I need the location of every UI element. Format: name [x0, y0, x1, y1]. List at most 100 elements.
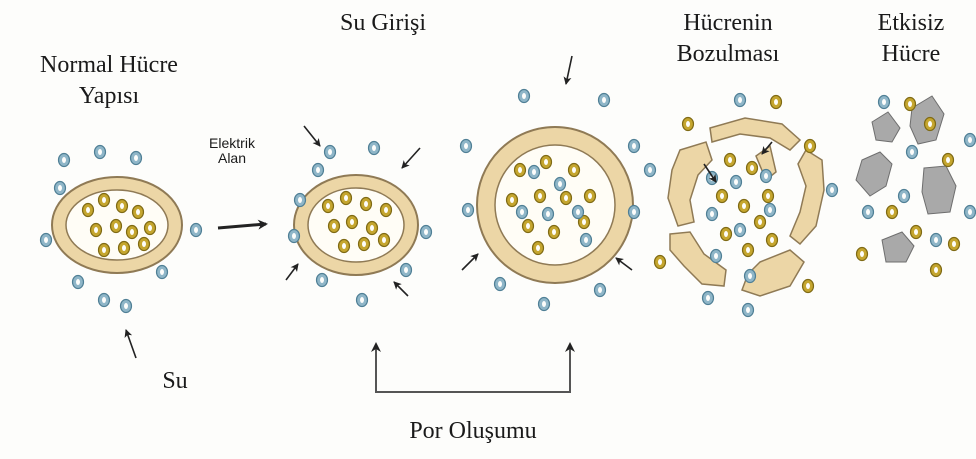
particle-core [558, 181, 562, 187]
pointer-arrow-icon [286, 264, 298, 280]
particle-core [542, 301, 546, 307]
particle-core [742, 203, 746, 209]
particle-core [102, 297, 106, 303]
particle-core [464, 143, 468, 149]
particle-core [520, 209, 524, 215]
pointer-arrow-icon [402, 148, 420, 168]
particle-core [76, 279, 80, 285]
particle-core [968, 137, 972, 143]
label-damage-line1: Hücrenin [658, 8, 798, 39]
label-cell-damage: Hücrenin Bozulması [658, 8, 798, 70]
particle-core [658, 259, 662, 265]
particle-core [968, 209, 972, 215]
particle-core [746, 247, 750, 253]
particle-core [350, 219, 354, 225]
particle-core [928, 121, 932, 127]
particle-core [62, 157, 66, 163]
particle-core [632, 143, 636, 149]
particle-core [160, 269, 164, 275]
label-damage-line2: Bozulması [658, 39, 798, 70]
particle-core [316, 167, 320, 173]
particle-core [538, 193, 542, 199]
particle-core [142, 241, 146, 247]
pointer-arrow-icon [616, 258, 632, 270]
particle-core [532, 169, 536, 175]
particle-core [342, 243, 346, 249]
label-water-inflow: Su Girişi [318, 8, 448, 39]
particle-core [372, 145, 376, 151]
particle-core [546, 211, 550, 217]
label-normal-line2: Yapısı [8, 81, 210, 112]
particle-core [882, 99, 886, 105]
particle-core [860, 251, 864, 257]
particle-core [724, 231, 728, 237]
particle-core [748, 273, 752, 279]
particle-core [298, 197, 302, 203]
particle-core [710, 211, 714, 217]
field-cell [289, 142, 432, 307]
particle-core [806, 283, 810, 289]
particle-core [114, 223, 118, 229]
swollen-cell [461, 90, 640, 311]
particle-core [588, 193, 592, 199]
particle-core [714, 253, 718, 259]
particle-core [510, 197, 514, 203]
particle-core [808, 143, 812, 149]
particle-core [934, 267, 938, 273]
particle-core [866, 209, 870, 215]
particle-core [102, 197, 106, 203]
particle-core [890, 209, 894, 215]
particle-core [572, 167, 576, 173]
pointer-arrow-icon [304, 126, 320, 146]
particle-core [564, 195, 568, 201]
label-normal-line1: Normal Hücre [8, 50, 210, 81]
particle-core [382, 237, 386, 243]
particle-core [404, 267, 408, 273]
particle-core [466, 207, 470, 213]
particle-core [384, 207, 388, 213]
particle-core [552, 229, 556, 235]
field-arrow [218, 224, 266, 228]
label-field-line2: Alan [196, 151, 268, 166]
particle-core [544, 159, 548, 165]
particle-core [44, 237, 48, 243]
particle-core [522, 93, 526, 99]
pointer-arrow-icon [566, 56, 572, 84]
particle-core [910, 149, 914, 155]
particle-core [746, 307, 750, 313]
particle-core [750, 165, 754, 171]
label-inactive-line2: Hücre [856, 39, 966, 70]
particle-core [98, 149, 102, 155]
label-water: Su [150, 366, 200, 397]
particle-core [194, 227, 198, 233]
particle-core [770, 237, 774, 243]
particle-core [830, 187, 834, 193]
pointer-arrow-icon [394, 282, 408, 296]
particle-core [648, 167, 652, 173]
particle-core [332, 223, 336, 229]
particle-core [764, 173, 768, 179]
particle-core [58, 185, 62, 191]
particle-core [134, 155, 138, 161]
pore-bracket [376, 348, 570, 392]
particle-core [136, 209, 140, 215]
particle-core [602, 97, 606, 103]
particle-core [686, 121, 690, 127]
particle-core [328, 149, 332, 155]
particle-core [320, 277, 324, 283]
particle-core [720, 193, 724, 199]
particle-core [362, 241, 366, 247]
particle-core [706, 295, 710, 301]
inactive-cell [856, 96, 976, 277]
label-inactive-line1: Etkisiz [856, 8, 966, 39]
particle-core [360, 297, 364, 303]
particle-core [728, 157, 732, 163]
particle-core [120, 203, 124, 209]
pointer-arrow-icon [462, 254, 478, 270]
particle-core [292, 233, 296, 239]
label-field-line1: Elektrik [196, 136, 268, 151]
label-pore-formation: Por Oluşumu [378, 416, 568, 447]
particle-core [914, 229, 918, 235]
particle-core [576, 209, 580, 215]
particle-core [584, 237, 588, 243]
